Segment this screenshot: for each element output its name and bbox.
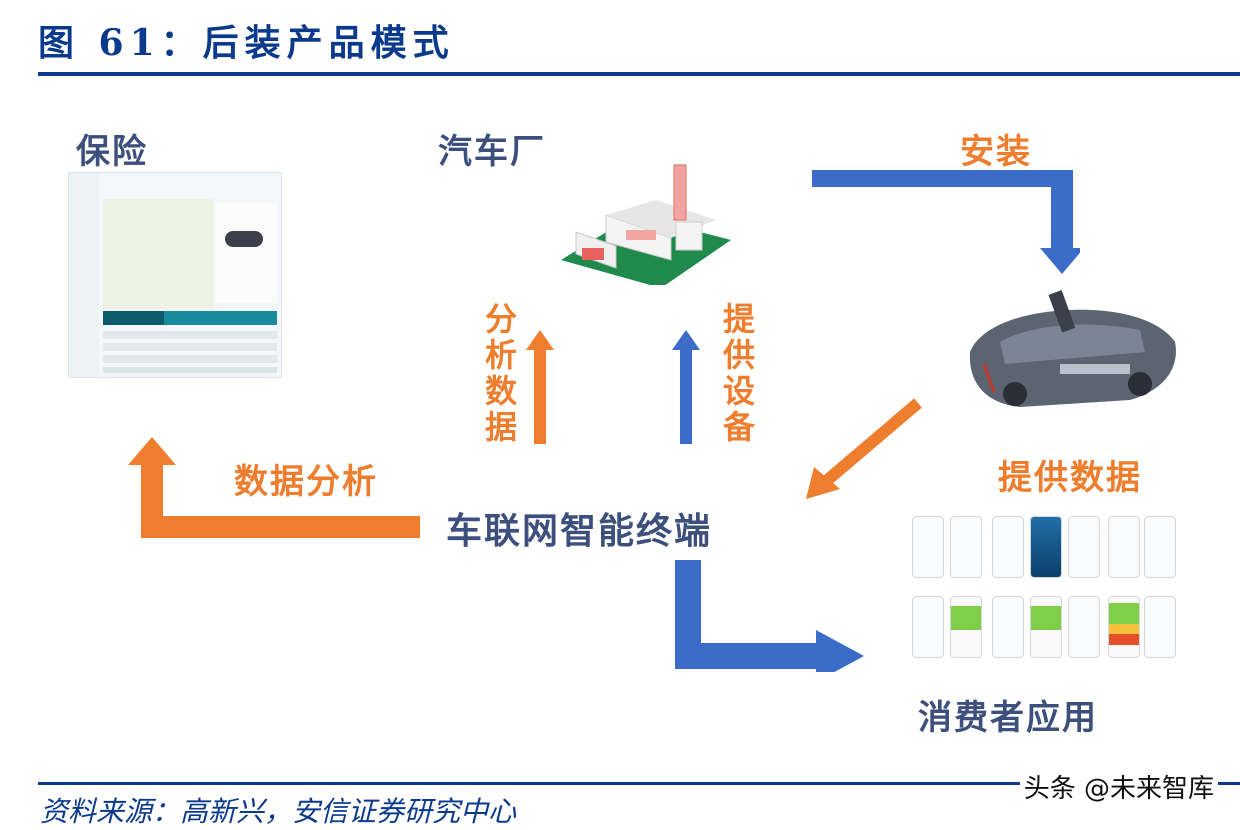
watermark: 头条 @未来智库 [1019, 768, 1218, 805]
figure-title: 图 61：后装产品模式 [38, 22, 455, 64]
install-label: 安装 [960, 132, 1032, 172]
data-analysis-arrow [128, 437, 420, 538]
data-analysis-label: 数据分析 [234, 462, 378, 502]
consumer-app-screens [908, 512, 1178, 662]
provide-equipment-arrow-up [672, 330, 700, 444]
insurance-dashboard-image [68, 172, 282, 378]
title-divider [38, 72, 1240, 76]
car-icon [969, 290, 1176, 407]
analyze-data-label: 分析数据 [480, 302, 518, 446]
footer-divider [38, 782, 1240, 785]
automaker-label: 汽车厂 [438, 132, 546, 172]
provide-equipment-label: 提供设备 [718, 302, 756, 446]
provide-data-diagonal-arrow [806, 398, 922, 499]
factory-icon [561, 164, 731, 285]
source-note: 资料来源：高新兴，安信证券研究中心 [40, 795, 517, 828]
terminal-label: 车联网智能终端 [446, 511, 713, 552]
terminal-to-apps-arrow [675, 560, 864, 672]
insurance-label: 保险 [76, 132, 148, 172]
provide-data-label: 提供数据 [998, 458, 1142, 498]
analyze-data-arrow-up [526, 330, 554, 444]
consumer-apps-label: 消费者应用 [918, 698, 1098, 738]
install-arrow [812, 170, 1080, 274]
